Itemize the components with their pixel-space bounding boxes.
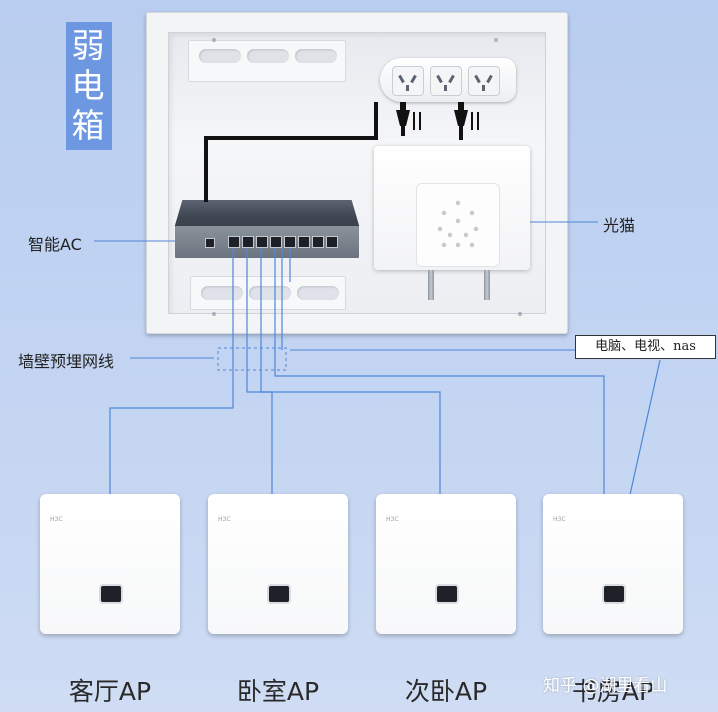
ap-label-study: 书房AP <box>571 677 655 706</box>
ap-label-living: 客厅AP <box>68 677 152 706</box>
title-char-3: 箱 <box>71 106 107 145</box>
ethernet-port <box>298 236 310 248</box>
modem-bracket <box>484 270 490 300</box>
screw-dot <box>212 312 216 316</box>
access-point-guest: H3C <box>376 494 516 634</box>
vent-dots-icon <box>437 200 479 248</box>
mounting-plate-top <box>188 40 346 82</box>
ethernet-port <box>326 236 338 248</box>
access-point-study: H3C <box>543 494 683 634</box>
screw-dot <box>518 312 522 316</box>
power-strip <box>380 58 516 102</box>
mounting-plate-bottom <box>190 276 346 310</box>
ethernet-port <box>205 238 215 248</box>
access-point-bedroom: H3C <box>208 494 348 634</box>
title-char-2: 电 <box>71 66 107 105</box>
power-socket <box>392 66 424 96</box>
power-socket <box>468 66 500 96</box>
wall-junction <box>217 347 287 371</box>
label-optical-modem: 光猫 <box>603 216 636 235</box>
screw-dot <box>494 38 498 42</box>
ethernet-port <box>312 236 324 248</box>
ap-brand: H3C <box>553 516 566 523</box>
ap-label-bedroom: 卧室AP <box>236 677 320 706</box>
watermark: 知乎 @湖里看山 <box>543 676 668 696</box>
ap-ethernet-port <box>101 586 121 602</box>
ap-ethernet-port <box>437 586 457 602</box>
ap-brand: H3C <box>386 516 399 523</box>
screw-dot <box>212 38 216 42</box>
ap-ethernet-port <box>604 586 624 602</box>
modem-bracket <box>428 270 434 300</box>
power-socket <box>430 66 462 96</box>
ap-ethernet-port <box>269 586 289 602</box>
ap-label-guest: 次卧AP <box>404 677 488 706</box>
title-label: 弱 电 箱 <box>66 22 112 150</box>
ap-brand: H3C <box>50 516 63 523</box>
ethernet-port <box>256 236 268 248</box>
modem-vent-panel <box>416 183 500 267</box>
label-wall-cable: 墙壁预埋网线 <box>18 352 115 371</box>
ethernet-port <box>242 236 254 248</box>
label-smart-ac: 智能AC <box>28 235 82 254</box>
label-devices: 电脑、电视、nas <box>575 335 716 359</box>
ethernet-port <box>284 236 296 248</box>
ap-brand: H3C <box>218 516 231 523</box>
title-char-1: 弱 <box>71 26 107 65</box>
ethernet-port <box>270 236 282 248</box>
ethernet-port <box>228 236 240 248</box>
access-point-living: H3C <box>40 494 180 634</box>
